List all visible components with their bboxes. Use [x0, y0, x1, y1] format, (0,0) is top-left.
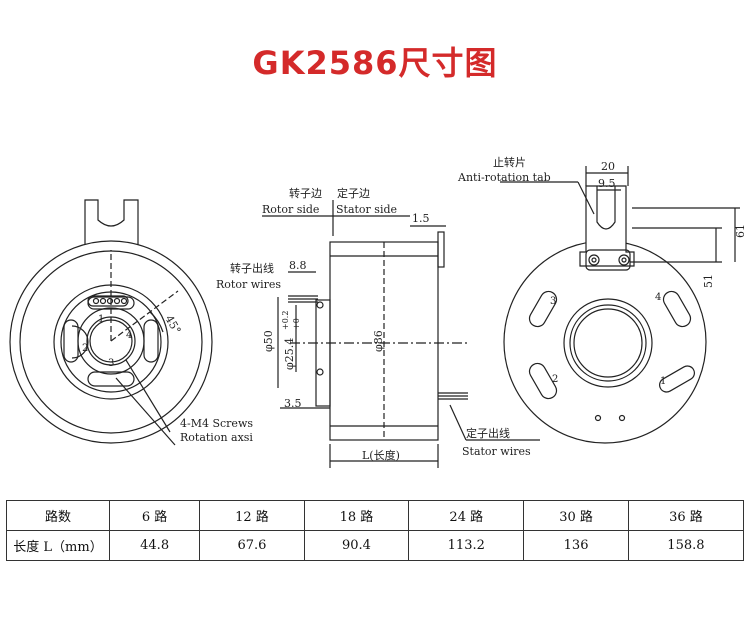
table-cell: 158.8: [627, 530, 745, 561]
table-cell: 长度 L（mm）: [6, 530, 110, 561]
rotation-label: Rotation axsi: [180, 431, 253, 444]
stator-wires-en: Stator wires: [462, 445, 531, 458]
dim-phi25: φ25.4: [283, 338, 296, 370]
table-cell: 67.6: [199, 530, 305, 561]
side-view: [262, 200, 540, 468]
stator-wires-cn: 定子出线: [466, 426, 510, 440]
front-hole-1: 1: [98, 314, 104, 325]
table-cell: 90.4: [303, 530, 410, 561]
dim-61: 61: [734, 224, 747, 238]
anti-rotation-cn: 止转片: [493, 155, 526, 169]
table-cell: 24 路: [408, 500, 525, 531]
stator-side-en: Stator side: [336, 203, 397, 216]
table-cell: 30 路: [523, 500, 629, 531]
dim-20: 20: [601, 160, 615, 173]
table-cell: 113.2: [408, 530, 525, 561]
table-row: 长度 L（mm） 44.8 67.6 90.4 113.2 136 158.8: [6, 530, 745, 561]
rear-hole-1: 1: [660, 376, 666, 387]
front-hole-2: 2: [82, 343, 88, 354]
rear-hole-2: 2: [552, 374, 558, 385]
rotor-wires-en: Rotor wires: [216, 278, 281, 291]
dim-8-8: 8.8: [289, 259, 307, 272]
table-cell: 12 路: [199, 500, 305, 531]
spec-table: 路数 6 路 12 路 18 路 24 路 30 路 36 路 长度 L（mm）…: [6, 500, 745, 561]
stator-side-cn: 定子边: [337, 186, 370, 200]
table-cell: 18 路: [303, 500, 410, 531]
dim-51: 51: [702, 274, 715, 288]
table-header-row: 路数 6 路 12 路 18 路 24 路 30 路 36 路: [6, 500, 745, 531]
front-hole-3: 3: [108, 358, 114, 369]
table-cell: 44.8: [108, 530, 201, 561]
table-cell: 路数: [6, 500, 110, 531]
table-cell: 6 路: [108, 500, 201, 531]
dim-phi50: φ50: [262, 330, 275, 352]
dimension-drawing: 45° 1 2 3 4 4-M4 Screws Rotation axsi 转子…: [9, 155, 747, 468]
table-cell: 136: [523, 530, 629, 561]
rotor-wires-cn: 转子出线: [230, 261, 274, 275]
dim-3-5: 3.5: [284, 397, 302, 410]
front-view: [9, 199, 213, 446]
front-hole-4: 4: [126, 330, 132, 341]
dim-9-5: 9.5: [598, 177, 616, 190]
rotor-side-cn: 转子边: [289, 186, 322, 200]
page-title: GK2586尺寸图: [252, 44, 498, 82]
dim-phi86: φ86: [372, 330, 385, 352]
rear-view: [500, 166, 740, 444]
rear-hole-3: 3: [550, 296, 556, 307]
rotor-side-en: Rotor side: [262, 203, 319, 216]
tol-upper: +0.2: [281, 311, 290, 330]
dim-length: L(长度): [362, 448, 400, 462]
rear-hole-4: 4: [655, 292, 661, 303]
anti-rotation-en: Anti-rotation tab: [457, 171, 551, 184]
dim-1-5: 1.5: [412, 212, 430, 225]
table-cell: 36 路: [627, 500, 745, 531]
tol-lower: +0: [292, 318, 301, 330]
screws-label: 4-M4 Screws: [180, 417, 253, 430]
